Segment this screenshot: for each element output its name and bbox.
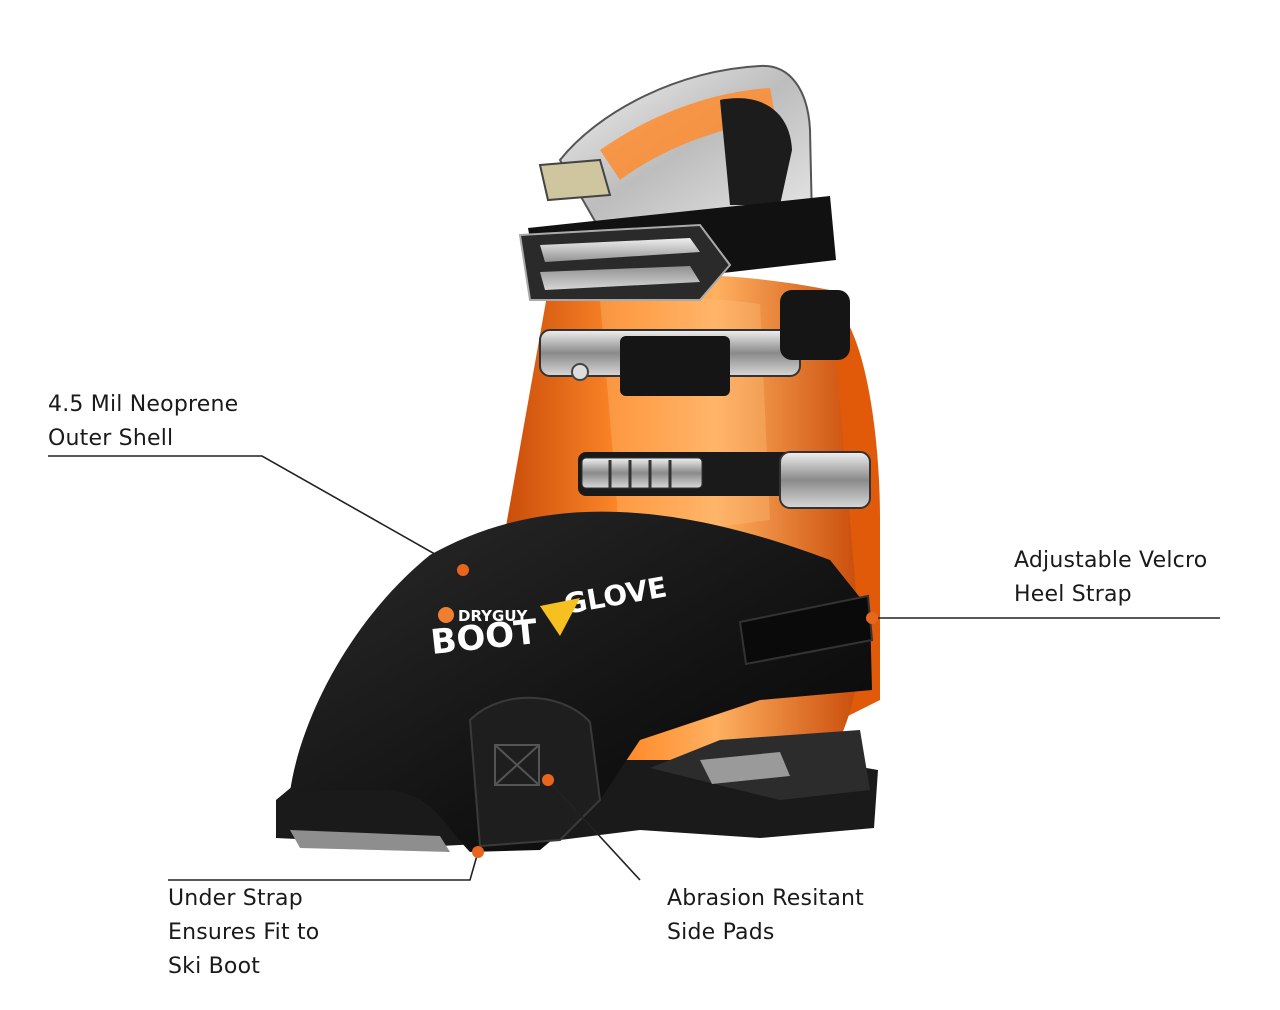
callout-side-pads: Abrasion Resitant Side Pads [667,882,864,950]
callout-neoprene-shell: 4.5 Mil Neoprene Outer Shell [48,388,238,456]
callout-line: Side Pads [667,920,775,945]
marker-dots [457,564,878,858]
leader-lines [48,455,1220,881]
boot-glove-cover: DRYGUY BOOT GLOVE [290,511,874,852]
callout-under-strap: Under Strap Ensures Fit to Ski Boot [168,882,319,984]
callout-line: Abrasion Resitant [667,886,864,911]
marker-pads [542,774,554,786]
callout-line: Adjustable Velcro [1014,548,1208,573]
leader-under [168,851,479,881]
callout-heel-strap: Adjustable Velcro Heel Strap [1014,544,1207,612]
leader-shell [48,455,464,571]
callout-line: Under Strap [168,886,303,911]
callout-line: Heel Strap [1014,582,1132,607]
velcro-heel-strap [738,594,874,666]
neoprene-shell [290,511,872,852]
marker-heel [866,612,878,624]
marker-shell [457,564,469,576]
callout-line: Ensures Fit to [168,920,320,945]
logo-brand: DRYGUY [458,607,529,625]
callout-line: Outer Shell [48,426,174,451]
side-pad [468,696,602,848]
leader-pads [547,779,641,881]
callout-line: Ski Boot [168,954,261,979]
marker-under [472,846,484,858]
upper-buckle [539,290,850,396]
ski-boot-illustration [276,64,880,852]
callout-line: 4.5 Mil Neoprene [48,392,239,417]
lower-buckle [578,451,871,509]
